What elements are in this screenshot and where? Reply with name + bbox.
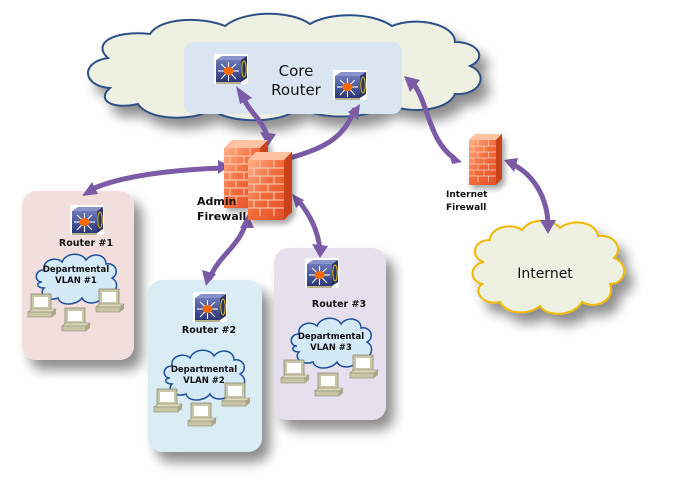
arrow-core-to-internet-firewall — [409, 79, 457, 161]
arrowhead — [404, 76, 420, 92]
core-router-icon-left — [213, 53, 249, 85]
router-3-label: Router #3 — [312, 299, 366, 310]
vlan-3-label-line1: Departmental — [298, 332, 364, 342]
internet-firewall-label-line2: Firewall — [446, 203, 486, 213]
core-router-icon-right — [332, 69, 368, 101]
arrowhead — [260, 132, 276, 146]
arrowhead — [236, 86, 252, 104]
vlan-2-label-line1: Departmental — [171, 365, 237, 375]
core-router-label-line1: Core — [279, 62, 314, 80]
router-2-label: Router #2 — [182, 325, 236, 336]
admin-firewall-label-line1: Admin — [197, 195, 236, 208]
internet-cloud — [471, 219, 625, 315]
arrowhead — [348, 104, 360, 120]
internet-cloud-shape — [471, 219, 625, 315]
admin-firewall-icon-front — [247, 151, 293, 221]
vlan-1-label-line1: Departmental — [43, 265, 109, 275]
internet-label: Internet — [517, 266, 573, 282]
router-2-icon — [192, 291, 228, 323]
arrowhead — [292, 194, 304, 208]
internet-firewall — [468, 133, 503, 186]
arrow-internet-firewall-to-internet — [509, 161, 551, 229]
arrow-admin-firewall-to-router3 — [295, 197, 323, 253]
arrowhead — [82, 182, 98, 196]
arrow-admin-firewall-to-router2 — [207, 219, 249, 281]
arrowhead — [448, 150, 462, 164]
admin-firewall-label-line2: Firewall — [197, 210, 246, 223]
router-1-icon — [69, 204, 105, 236]
arrow-admin-firewall-to-router1 — [87, 165, 225, 193]
arrow-core-right-to-admin-firewall — [279, 107, 357, 163]
core-router-label-line2: Router — [271, 81, 322, 99]
internet-firewall-icon — [468, 133, 503, 186]
vlan-3-label-line2: VLAN #3 — [310, 343, 352, 353]
arrowhead — [202, 270, 216, 286]
admin-firewall — [223, 139, 293, 221]
router-1-label: Router #1 — [59, 238, 113, 249]
arrowhead — [240, 214, 254, 228]
arrowhead — [540, 220, 556, 234]
arrowhead — [312, 244, 328, 258]
vlan-2-label-line2: VLAN #2 — [183, 376, 225, 386]
internet-firewall-label-line1: Internet — [446, 190, 488, 200]
arrowhead — [504, 158, 518, 172]
vlan-1-label-line2: VLAN #1 — [55, 276, 97, 286]
router-3-icon — [304, 257, 340, 289]
